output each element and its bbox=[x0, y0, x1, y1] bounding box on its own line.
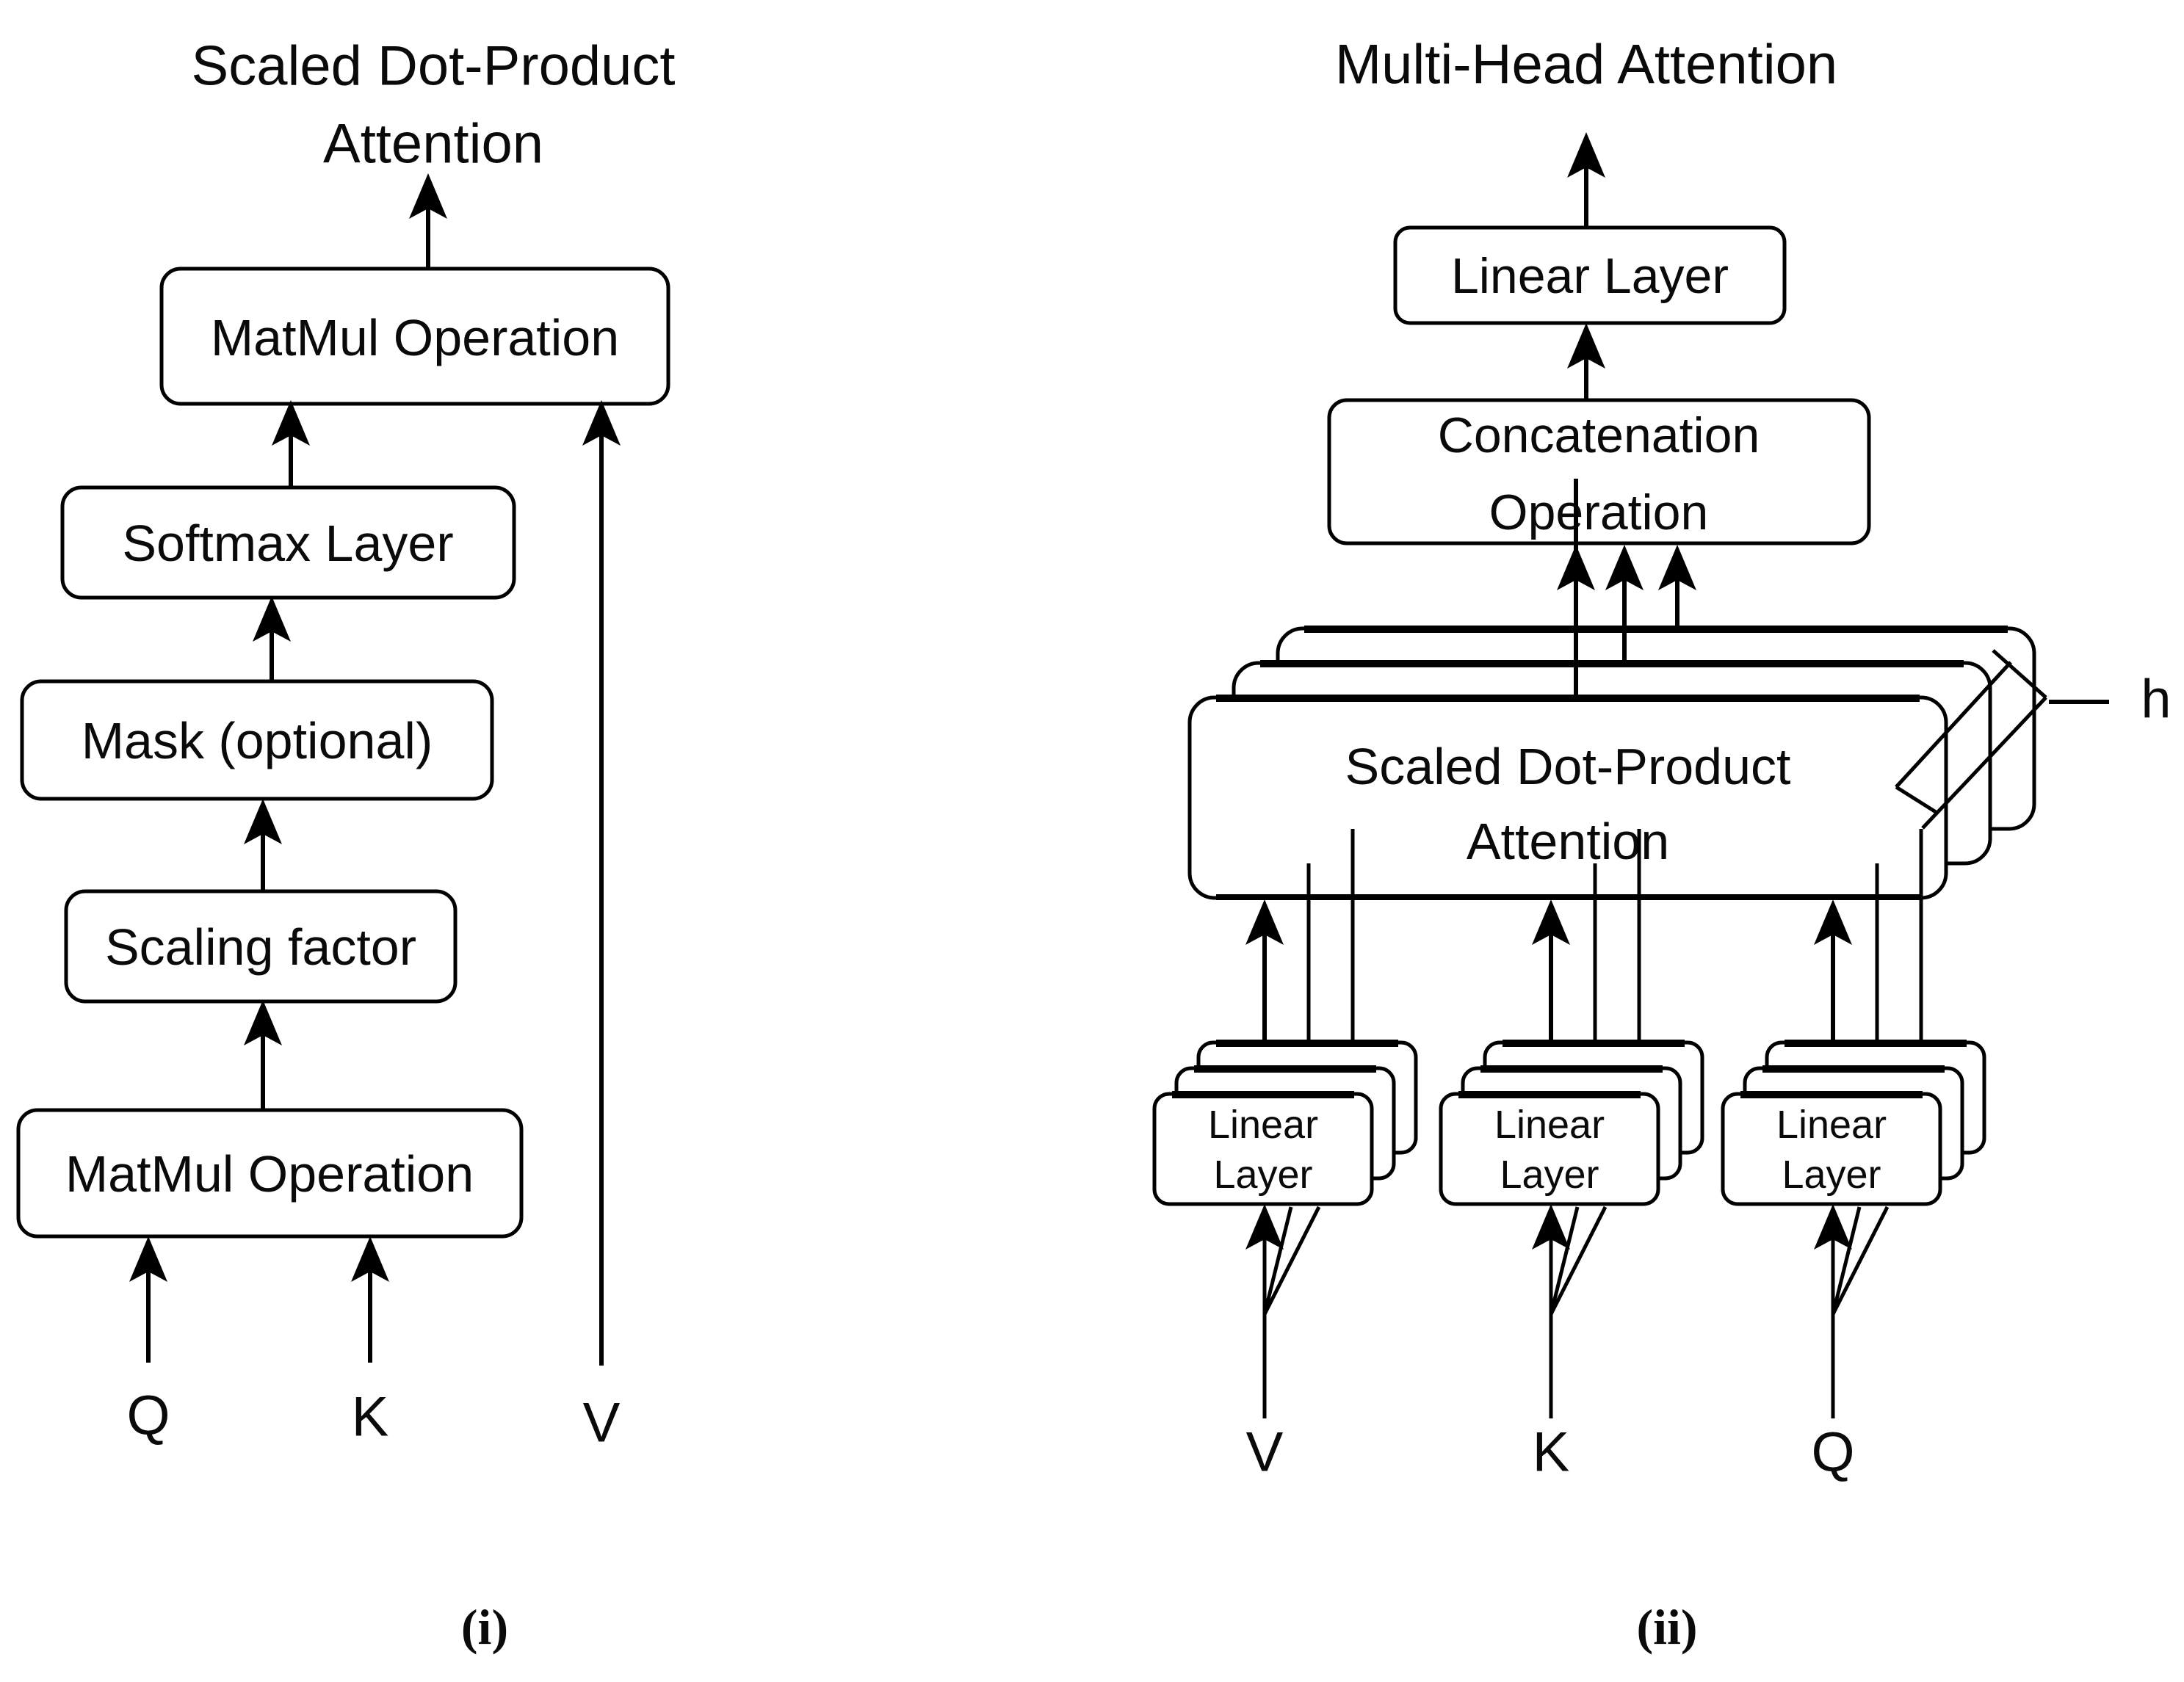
concatenation-box bbox=[1327, 398, 1871, 545]
linear-k-label-line1: Linear bbox=[1494, 1103, 1605, 1147]
softmax-to-matmul-arrow bbox=[272, 400, 310, 487]
heads-count-label: h bbox=[2141, 669, 2171, 730]
sdpa-label-line1: Scaled Dot-Product bbox=[1345, 738, 1791, 795]
mask-box bbox=[20, 679, 494, 801]
arrowhead-up-icon bbox=[1567, 323, 1605, 369]
scaling-factor-box bbox=[64, 889, 458, 1004]
arrowhead-up-icon bbox=[1245, 1204, 1284, 1250]
concatenation-label-line1: Concatenation bbox=[1438, 407, 1760, 463]
arrowhead-up-icon bbox=[1532, 899, 1570, 945]
mha-input-v-label: V bbox=[1246, 1421, 1284, 1484]
arrowhead-up-icon bbox=[1557, 545, 1595, 590]
input-k-label: K bbox=[352, 1386, 389, 1449]
sdpa-to-concat-arrows bbox=[1557, 479, 1696, 697]
arrowhead-up-icon bbox=[1245, 899, 1284, 945]
linear-stack-v: Linear Layer bbox=[1152, 1040, 1418, 1206]
linear-q-label-line1: Linear bbox=[1776, 1103, 1887, 1147]
matmul-top-label: MatMul Operation bbox=[211, 309, 619, 366]
panel-i-caption: (i) bbox=[461, 1599, 508, 1655]
panel-i-title-line2: Attention bbox=[323, 113, 543, 175]
mask-label: Mask (optional) bbox=[82, 712, 433, 769]
linear-to-sdpa-arrows-v bbox=[1245, 829, 1355, 1094]
input-v-label: V bbox=[583, 1392, 621, 1454]
arrowhead-up-icon bbox=[409, 173, 447, 219]
arrowhead-up-icon bbox=[582, 400, 621, 446]
arrowhead-up-icon bbox=[1658, 545, 1696, 590]
linear-k-label-line2: Layer bbox=[1500, 1153, 1599, 1197]
panel-multi-head-attention: Multi-Head Attention Linear Layer Concat… bbox=[1152, 34, 2172, 1655]
heads-fold-decoration: h bbox=[1895, 649, 2172, 830]
scaling-to-mask-arrow bbox=[244, 799, 282, 891]
matmul-bottom-label: MatMul Operation bbox=[65, 1145, 474, 1203]
arrowhead-up-icon bbox=[244, 1000, 282, 1045]
arrowhead-up-icon bbox=[1814, 899, 1852, 945]
softmax-box bbox=[60, 485, 516, 600]
linear-q-label-line2: Layer bbox=[1782, 1153, 1881, 1197]
linear-stack-q: Linear Layer bbox=[1721, 1040, 1986, 1206]
softmax-label: Softmax Layer bbox=[122, 515, 453, 572]
arrowhead-up-icon bbox=[1532, 1204, 1570, 1250]
concatenation-label-line2: Operation bbox=[1489, 485, 1709, 540]
input-q-arrow bbox=[129, 1236, 167, 1363]
arrowhead-up-icon bbox=[1814, 1204, 1852, 1250]
arrowhead-up-icon bbox=[129, 1236, 167, 1282]
mha-input-k-label: K bbox=[1533, 1421, 1570, 1484]
linear-stack-k: Linear Layer bbox=[1439, 1040, 1704, 1206]
linear-output-label: Linear Layer bbox=[1451, 248, 1729, 304]
mha-output-arrow bbox=[1567, 132, 1605, 228]
input-k-fan bbox=[1532, 1204, 1608, 1418]
linear-output-box bbox=[1393, 225, 1787, 325]
matmul-bottom-box bbox=[16, 1108, 524, 1239]
scaling-factor-label: Scaling factor bbox=[105, 918, 416, 976]
panel-scaled-dot-product-attention: Scaled Dot-Product Attention MatMul Oper… bbox=[16, 35, 676, 1655]
input-k-arrow bbox=[351, 1236, 389, 1363]
input-q-label: Q bbox=[126, 1385, 170, 1447]
input-q-fan bbox=[1814, 1204, 1890, 1418]
panel-ii-title: Multi-Head Attention bbox=[1335, 34, 1837, 96]
sdpa-stack: Scaled Dot-Product Attention bbox=[1187, 626, 2036, 900]
arrowhead-up-icon bbox=[1567, 132, 1605, 178]
mha-input-q-label: Q bbox=[1811, 1421, 1854, 1484]
matmul-to-scaling-arrow bbox=[244, 1000, 282, 1110]
output-arrow bbox=[409, 173, 447, 269]
linear-v-label-line1: Linear bbox=[1208, 1103, 1318, 1147]
matmul-top-box bbox=[159, 267, 670, 406]
input-v-fan bbox=[1245, 1204, 1321, 1418]
sdpa-label-line2: Attention bbox=[1467, 813, 1669, 870]
arrowhead-up-icon bbox=[351, 1236, 389, 1282]
input-v-arrow bbox=[582, 400, 621, 1366]
arrowhead-up-icon bbox=[1605, 545, 1644, 590]
panel-i-title-line1: Scaled Dot-Product bbox=[192, 35, 676, 98]
arrowhead-up-icon bbox=[244, 799, 282, 844]
mask-to-softmax-arrow bbox=[253, 596, 291, 681]
arrowhead-up-icon bbox=[272, 400, 310, 446]
linear-v-label-line2: Layer bbox=[1213, 1153, 1312, 1197]
arrowhead-up-icon bbox=[253, 596, 291, 642]
panel-ii-caption: (ii) bbox=[1636, 1599, 1697, 1655]
